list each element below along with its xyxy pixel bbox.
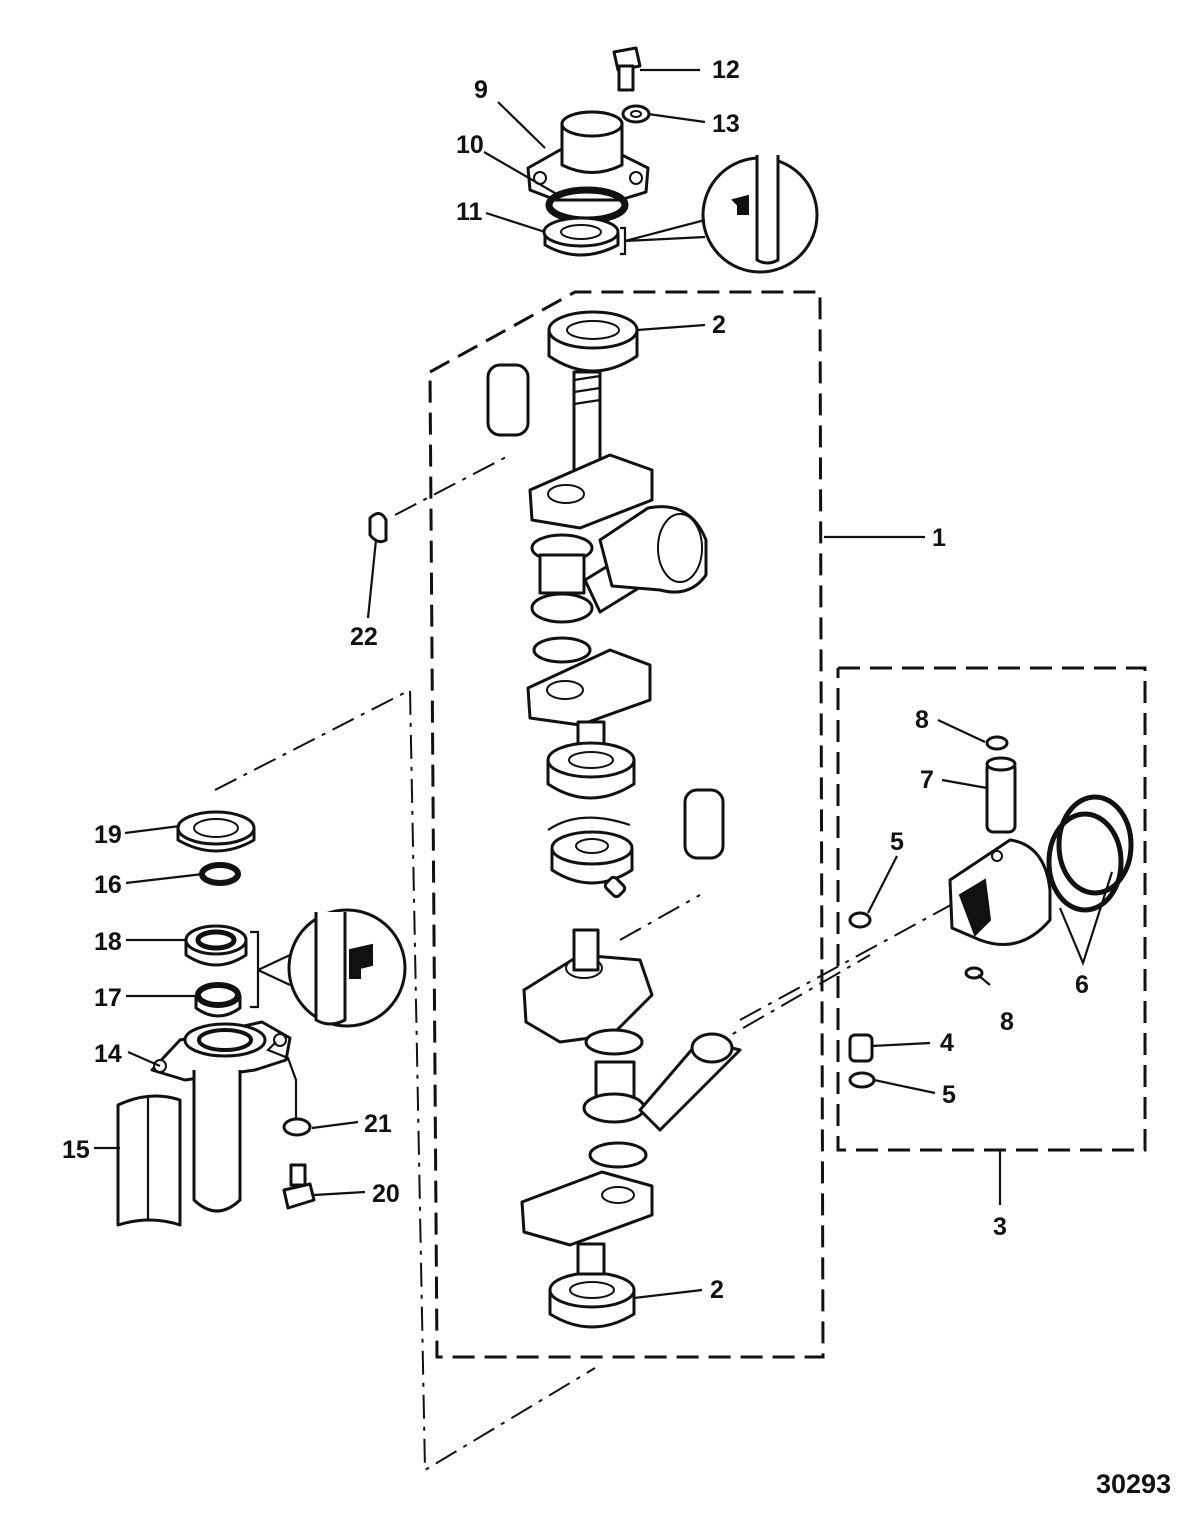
leader-21 <box>311 1120 359 1130</box>
lower-seal-detail-inset <box>250 908 407 1028</box>
connecting-rod-lower <box>638 1032 742 1132</box>
leader-10 <box>483 151 561 197</box>
seal-detail-inset <box>620 155 819 274</box>
figure-number: 30293 <box>1096 1469 1171 1499</box>
piston <box>948 838 1052 946</box>
callout-8-upper: 8 <box>915 706 929 734</box>
leader-13 <box>647 112 706 124</box>
thrust-washer-lower <box>848 1071 876 1089</box>
piston-pin-lock-ring-upper <box>985 735 1009 751</box>
lower-crank-web <box>522 928 654 1044</box>
needle-bearing-upper <box>530 533 594 664</box>
leader-2b <box>633 1288 703 1300</box>
crankshaft-assembly-boundary <box>428 290 825 1359</box>
leader-4 <box>871 1041 931 1048</box>
leader-5b <box>873 1078 936 1095</box>
callout-1: 1 <box>932 524 946 552</box>
lower-bearing-alignment-line <box>214 688 596 1472</box>
needle-bearing-lower <box>582 1028 648 1169</box>
piston-pin-lock-ring-lower <box>964 966 984 980</box>
callout-22: 22 <box>350 623 378 651</box>
callout-14: 14 <box>94 1040 122 1068</box>
callout-13: 13 <box>712 110 740 138</box>
callout-17: 17 <box>94 984 122 1012</box>
leader-14 <box>127 1050 161 1068</box>
piston-rings <box>1046 794 1134 913</box>
callout-10: 10 <box>456 131 484 159</box>
leader-11 <box>485 211 546 234</box>
callout-21: 21 <box>364 1110 392 1138</box>
o-ring-16 <box>199 862 241 886</box>
washer-21 <box>282 1117 312 1137</box>
piston-assembly-boundary <box>836 666 1147 1152</box>
shim-sleeve <box>116 1094 182 1227</box>
piston-upper <box>598 505 708 594</box>
center-main-bearing <box>546 741 636 800</box>
crankpin-upper <box>486 363 530 437</box>
bottom-crank-web <box>520 1170 654 1247</box>
leader-20 <box>313 1190 366 1197</box>
callout-3: 3 <box>993 1213 1007 1241</box>
seal-18 <box>184 924 248 967</box>
center-retaining-ring <box>547 816 631 831</box>
leader-2a <box>636 323 706 332</box>
callout-18: 18 <box>94 928 122 956</box>
leader-7 <box>941 778 988 790</box>
callout-5-lower: 5 <box>942 1081 956 1109</box>
lower-main-bearing <box>548 1242 636 1329</box>
crankpin-alignment-line <box>394 454 511 516</box>
crankpin-lower-loose <box>683 788 725 860</box>
seal-17 <box>194 982 242 1018</box>
key <box>368 512 388 544</box>
middle-crank-web <box>526 648 652 727</box>
callout-4: 4 <box>940 1029 954 1057</box>
leader-8b <box>977 974 991 986</box>
upper-end-cap <box>526 110 650 202</box>
dowel-alignment-line <box>619 894 701 941</box>
center-seal <box>550 830 634 885</box>
callout-8-lower: 8 <box>1000 1008 1014 1036</box>
callout-16: 16 <box>94 871 122 899</box>
leader-22 <box>366 539 378 619</box>
dowel-pin <box>603 875 627 899</box>
callout-12: 12 <box>712 56 740 84</box>
washer <box>621 104 651 124</box>
upper-seal <box>542 216 620 257</box>
callout-9: 9 <box>474 76 488 104</box>
bolt <box>612 46 642 92</box>
callout-15: 15 <box>62 1136 90 1164</box>
leader-5a <box>867 855 898 914</box>
upper-crank-web <box>528 453 654 530</box>
leader-19 <box>124 824 181 835</box>
leader-16 <box>125 872 204 885</box>
rod-alignment-line-2 <box>739 899 961 1021</box>
piston-pin <box>985 756 1017 834</box>
leader-6 <box>1058 871 1114 967</box>
screw-alignment-line <box>266 1041 298 1118</box>
leader-8a <box>937 719 986 743</box>
needle-bearing-small <box>848 1033 874 1063</box>
leader-9 <box>497 101 546 149</box>
callout-11: 11 <box>456 198 483 226</box>
callout-20: 20 <box>372 1180 400 1208</box>
thrust-washer-upper <box>848 911 872 929</box>
lower-end-cap <box>150 1020 292 1213</box>
callout-5-upper: 5 <box>890 828 904 856</box>
lower-seal-19 <box>176 810 256 853</box>
callout-2-upper: 2 <box>712 311 726 339</box>
callout-19: 19 <box>94 821 122 849</box>
screw-20 <box>282 1163 316 1210</box>
callout-6: 6 <box>1075 971 1089 999</box>
rod-alignment-line <box>704 954 871 1051</box>
callout-7: 7 <box>920 766 934 794</box>
callout-2-lower: 2 <box>710 1276 724 1304</box>
upper-main-bearing <box>547 310 639 373</box>
